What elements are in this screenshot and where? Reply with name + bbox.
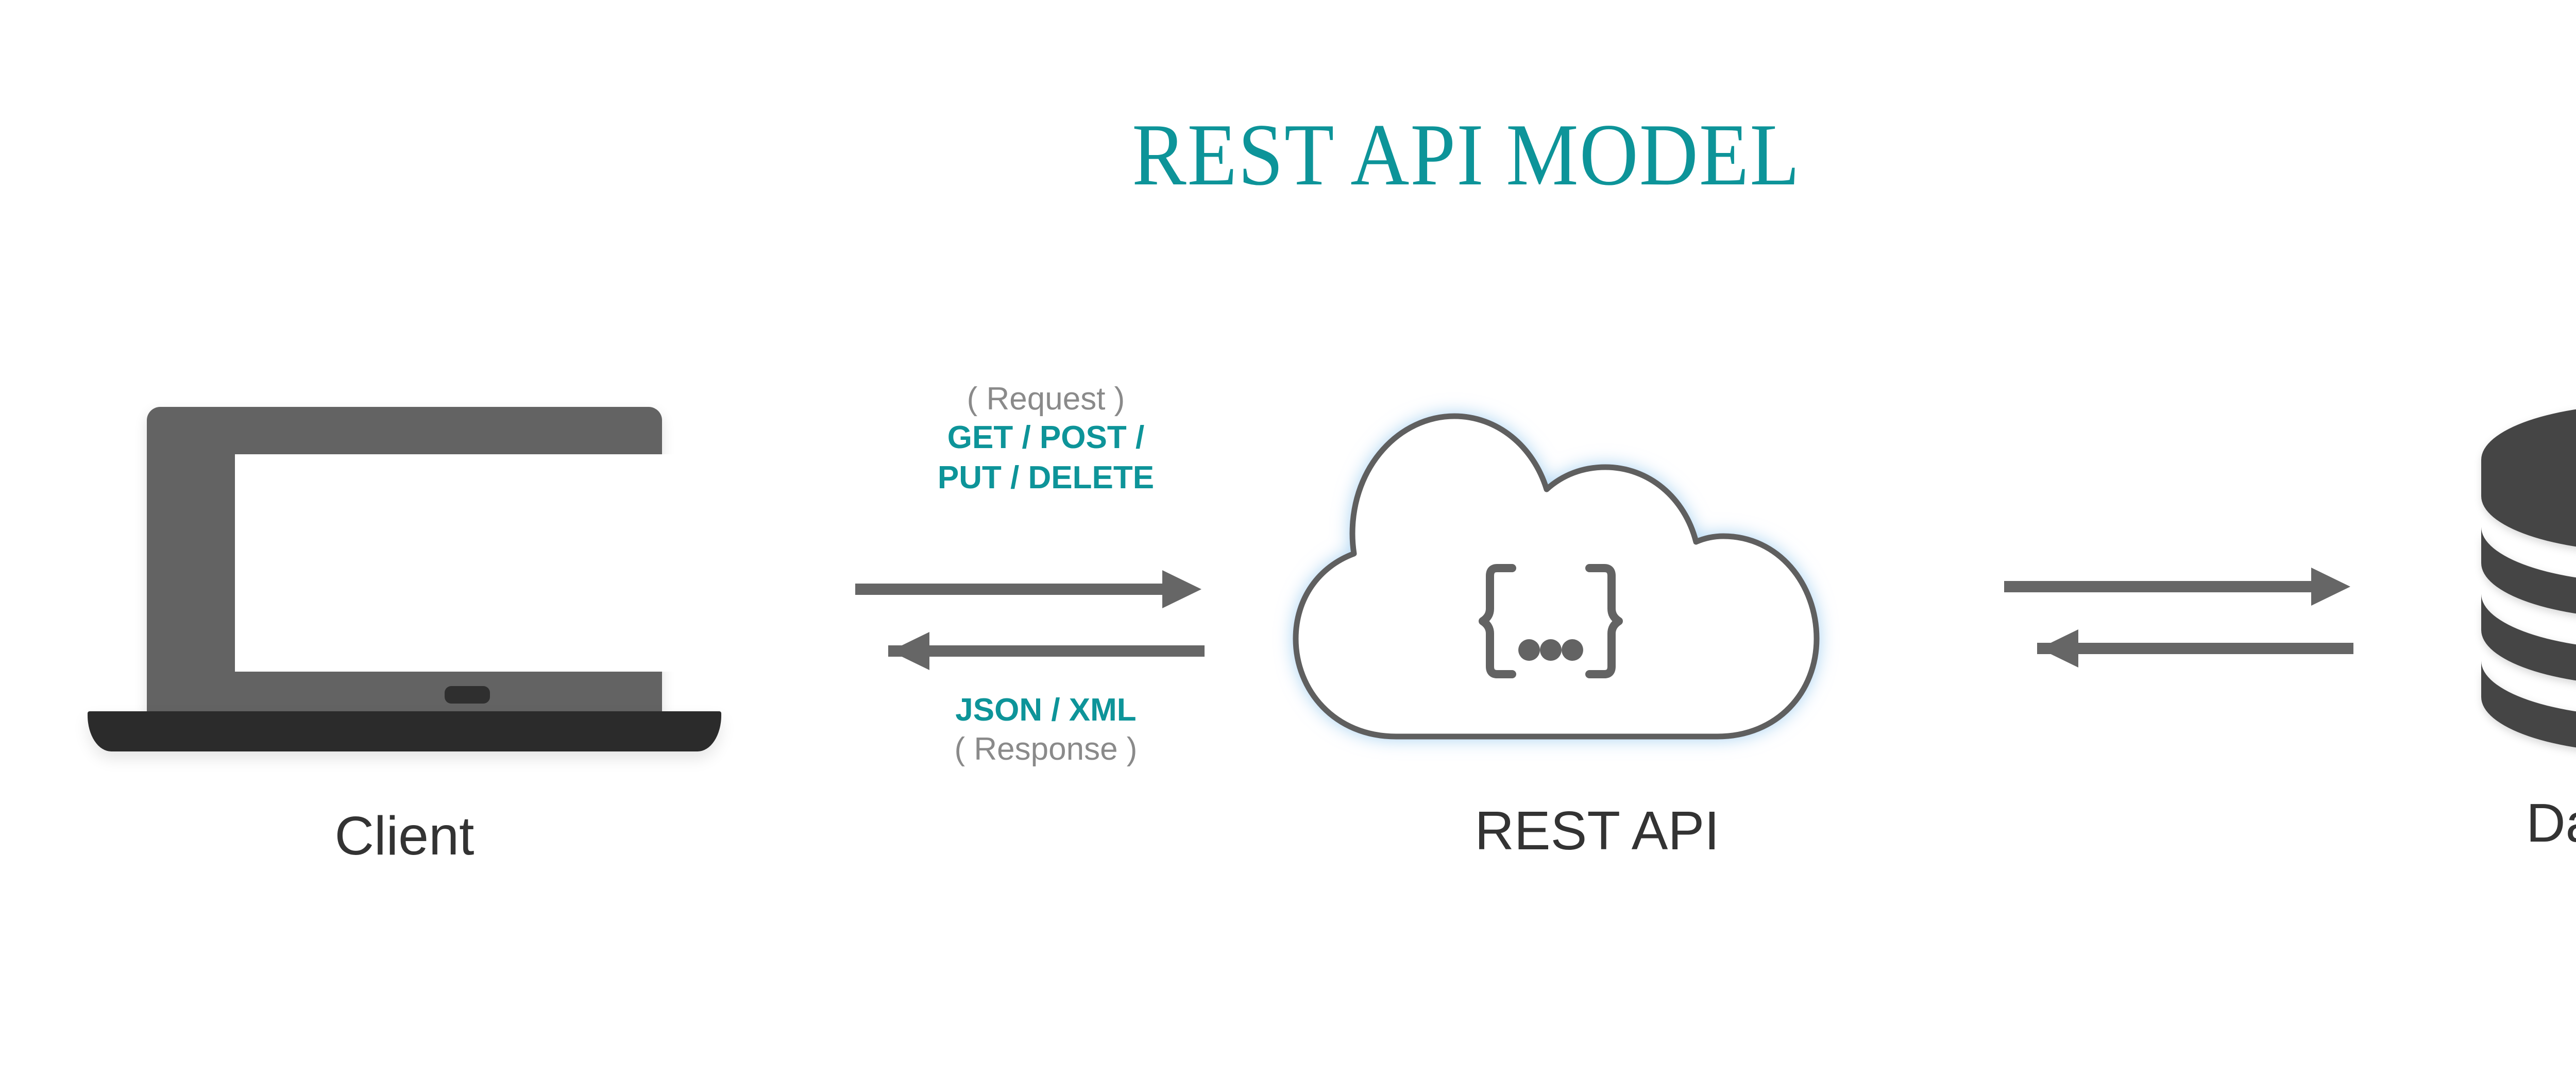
cloud-outline xyxy=(1293,413,1820,740)
laptop-lid xyxy=(147,407,692,720)
database-cylinder-icon xyxy=(2463,399,2576,749)
database-disc-1 xyxy=(2481,409,2576,547)
ellipsis-dot-1 xyxy=(1518,639,1540,661)
cloud-ellipsis-dots xyxy=(1518,639,1583,661)
cloud-shape xyxy=(1293,413,1820,740)
laptop-icon xyxy=(88,407,721,767)
arrow-pair-client-api xyxy=(855,570,1205,670)
laptop-screen xyxy=(235,454,692,672)
laptop-trackpad-notch xyxy=(445,686,490,704)
cloud-icon xyxy=(1257,397,1937,757)
ellipsis-dot-2 xyxy=(1540,639,1562,661)
request-methods-line-1: GET / POST / xyxy=(947,420,1145,456)
arrow-database-to-api-left xyxy=(2037,629,2353,668)
database-disc-4 xyxy=(2481,661,2576,748)
request-label-group: ( Request ) GET / POST / PUT / DELETE xyxy=(855,380,1236,498)
node-database[interactable]: Database xyxy=(2463,399,2576,850)
right-brace-icon xyxy=(1585,564,1623,678)
node-client[interactable]: Client xyxy=(88,407,721,863)
left-brace-icon xyxy=(1479,564,1516,678)
database-shape xyxy=(2481,409,2576,748)
database-discs xyxy=(2481,409,2576,748)
cloud-brace-glyph xyxy=(1479,564,1623,678)
database-disc-2 xyxy=(2481,527,2576,614)
response-label-group: JSON / XML ( Response ) xyxy=(855,690,1236,768)
arrow-response-left xyxy=(888,632,1205,670)
arrow-api-to-database-right xyxy=(2004,568,2350,606)
node-rest-api[interactable]: REST API xyxy=(1257,397,1937,858)
node-client-label: Client xyxy=(334,806,474,866)
database-disc-3 xyxy=(2481,594,2576,681)
arrows-api-database xyxy=(2004,561,2385,675)
request-paren-label: ( Request ) xyxy=(967,381,1125,417)
request-methods-line-2: PUT / DELETE xyxy=(937,459,1155,495)
arrow-request-right xyxy=(855,570,1201,608)
node-database-label: Database xyxy=(2526,793,2576,853)
node-rest-api-label: REST API xyxy=(1475,800,1720,861)
page-title: REST API MODEL xyxy=(1132,106,1801,204)
arrow-pair-api-database xyxy=(2004,568,2353,668)
laptop-base xyxy=(88,711,721,751)
response-paren-label: ( Response ) xyxy=(954,731,1138,767)
ellipsis-dot-3 xyxy=(1562,639,1583,661)
arrows-client-api xyxy=(855,564,1236,677)
response-format-label: JSON / XML xyxy=(955,692,1137,728)
